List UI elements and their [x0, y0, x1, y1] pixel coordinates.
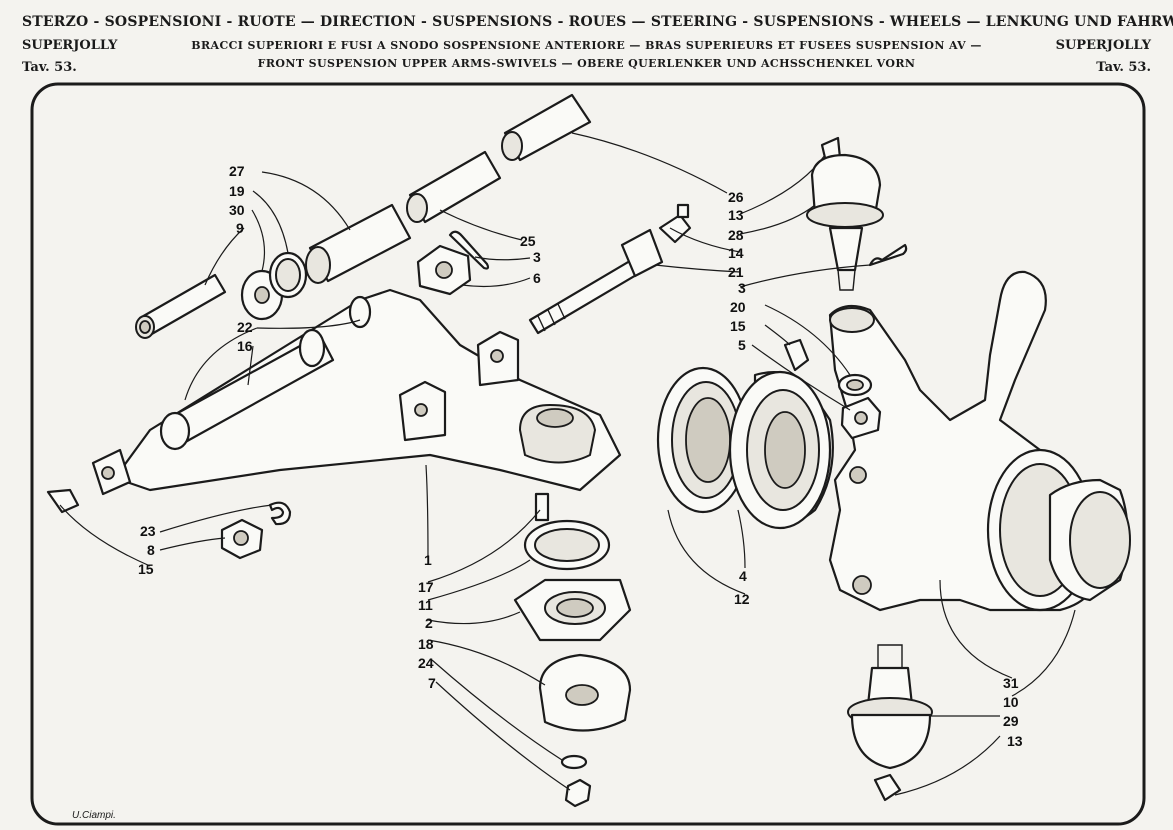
castle-nut-6 [416, 244, 472, 296]
ball-joint-upper [806, 136, 884, 291]
subtitle-line-1: BRACCI SUPERIORI E FUSI A SNODO SOSPENSI… [191, 39, 982, 52]
model-left: SUPERJOLLY [22, 38, 118, 53]
callout-31: 31 [1003, 675, 1019, 691]
rod-21 [528, 228, 664, 335]
callout-11: 11 [418, 597, 433, 613]
plate-frame [30, 82, 1146, 826]
callout-6: 6 [533, 270, 541, 286]
ring-19 [268, 251, 308, 299]
plate-2 [513, 578, 632, 642]
stud-1 [534, 492, 550, 522]
callout-30: 30 [229, 202, 245, 218]
callout-3-left: 3 [533, 249, 541, 265]
nut-22 [91, 448, 132, 496]
knuckle-31 [828, 270, 1131, 612]
callout-17: 17 [418, 579, 434, 595]
castle-nut-5 [840, 396, 882, 440]
washer-20 [837, 373, 873, 397]
callout-29: 29 [1003, 713, 1019, 729]
header: STERZO - SOSPENSIONI - RUOTE — DIRECTION… [0, 0, 1173, 82]
table-number-right: Tav. 53. [1096, 60, 1151, 75]
callout-26: 26 [728, 189, 744, 205]
nipple-15-left [46, 488, 80, 514]
callout-9: 9 [236, 220, 244, 236]
callout-labels: 27 19 30 9 22 16 3 6 25 26 13 28 14 21 3… [138, 163, 1023, 749]
split-pin-3 [448, 230, 490, 270]
leader-lines [59, 132, 1076, 796]
bushing-9 [135, 273, 227, 339]
callout-12: 12 [734, 591, 750, 607]
callout-2: 2 [425, 615, 433, 631]
callout-22: 22 [237, 319, 253, 335]
callout-4: 4 [739, 568, 747, 584]
callout-7: 7 [428, 675, 436, 691]
bushing-25 [406, 150, 502, 224]
nipple-14 [658, 203, 692, 244]
ball-joint-lower [847, 644, 933, 802]
callout-8: 8 [147, 542, 155, 558]
nut-8 [220, 518, 264, 560]
bushing-26 [501, 93, 592, 162]
callout-3-right: 3 [738, 280, 746, 296]
callout-10: 10 [1003, 694, 1019, 710]
bushing-27 [305, 203, 412, 284]
cup-18 [538, 653, 632, 732]
upper-arm-1 [113, 288, 622, 492]
callout-18: 18 [418, 636, 434, 652]
split-pin-3-right [868, 243, 908, 267]
circlip-23 [268, 501, 292, 526]
table-number-left: Tav. 53. [22, 60, 77, 75]
shaft-16 [159, 295, 372, 451]
washer-24 [560, 754, 588, 770]
callout-1: 1 [424, 552, 432, 568]
nipple-15-right [783, 338, 810, 372]
bearing-4 [728, 370, 834, 530]
callout-24: 24 [418, 655, 434, 671]
callout-25: 25 [520, 233, 536, 249]
artist-signature: U.Ciampi. [72, 810, 116, 821]
model-right: SUPERJOLLY [1055, 38, 1151, 53]
callout-13-bottom: 13 [1007, 733, 1023, 749]
callout-21: 21 [728, 264, 744, 280]
callout-13-top: 13 [728, 207, 744, 223]
callout-15-left: 15 [138, 561, 154, 577]
callout-16: 16 [237, 338, 253, 354]
callout-23: 23 [140, 523, 156, 539]
subtitle-line-2: FRONT SUSPENSION UPPER ARMS-SWIVELS — OB… [257, 57, 916, 70]
seal-12 [656, 366, 750, 514]
callout-19: 19 [229, 183, 245, 199]
callout-28: 28 [728, 227, 744, 243]
nut-7 [564, 778, 592, 808]
header-title: STERZO - SOSPENSIONI - RUOTE — DIRECTION… [22, 14, 1173, 30]
callout-27: 27 [229, 163, 245, 179]
callout-20: 20 [730, 299, 746, 315]
callout-14: 14 [728, 245, 744, 261]
seal-17 [523, 519, 611, 571]
callout-5: 5 [738, 337, 746, 353]
callout-15-right: 15 [730, 318, 746, 334]
